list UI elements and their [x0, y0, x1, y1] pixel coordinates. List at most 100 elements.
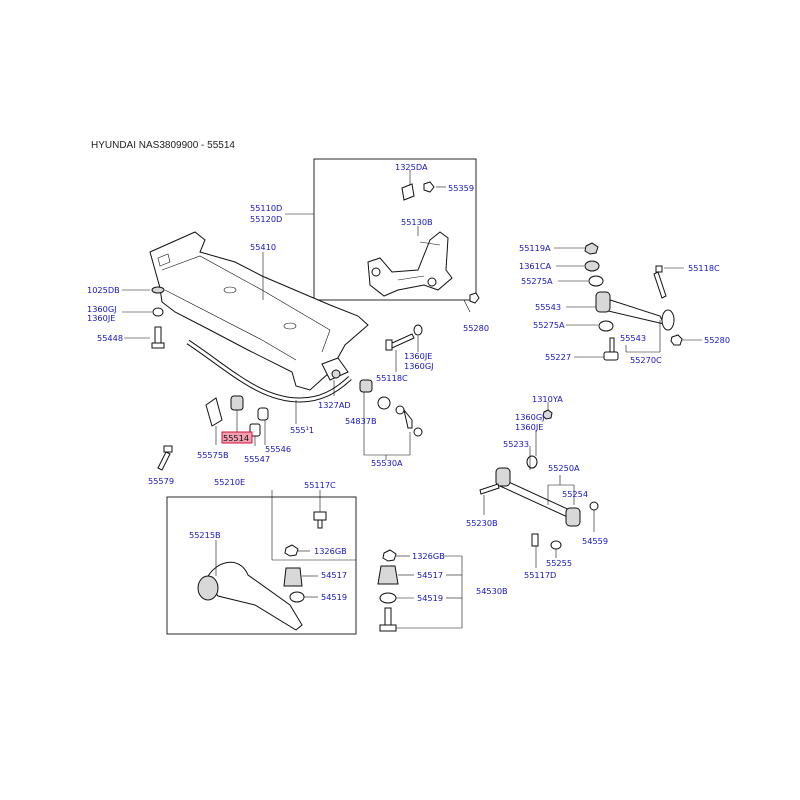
- label-55280-right[interactable]: 55280: [704, 335, 730, 345]
- crossmember-55410[interactable]: [149, 231, 369, 391]
- nut-55359[interactable]: [423, 181, 435, 193]
- label-55255[interactable]: 55255: [546, 558, 572, 568]
- nut-1326GB-right[interactable]: [382, 549, 397, 562]
- washer-1360JE-mid[interactable]: [413, 324, 423, 336]
- label-55547[interactable]: 55547: [244, 454, 270, 464]
- clip-1327AD[interactable]: [331, 369, 341, 379]
- label-1310YA[interactable]: 1310YA: [532, 394, 563, 404]
- label-54519-left[interactable]: 54519: [321, 592, 347, 602]
- label-54517-right[interactable]: 54517: [417, 570, 443, 580]
- label-55275A-mid[interactable]: 55275A: [533, 320, 565, 330]
- ball-joint-54517-right[interactable]: [377, 565, 399, 585]
- label-55410[interactable]: 55410: [250, 242, 276, 252]
- bolt-55118C-mid[interactable]: [385, 333, 415, 351]
- label-55215B[interactable]: 55215B: [189, 530, 221, 540]
- label-55210E[interactable]: 55210E: [214, 477, 245, 487]
- upper-arm-group-frame: [313, 158, 477, 301]
- label-1025DB[interactable]: 1025DB: [87, 285, 120, 295]
- bushing-55514[interactable]: [230, 395, 244, 411]
- label-1326GB-left[interactable]: 1326GB: [314, 546, 347, 556]
- label-54517-left[interactable]: 54517: [321, 570, 347, 580]
- label-54837B[interactable]: 54837B: [345, 416, 377, 426]
- label-1360JE-right[interactable]: 1360JE: [515, 422, 543, 432]
- label-55117D[interactable]: 55117D: [524, 570, 556, 580]
- stud-54530B[interactable]: [379, 607, 397, 632]
- label-1361CA[interactable]: 1361CA: [519, 261, 552, 271]
- washer-55275A-mid[interactable]: [598, 320, 614, 332]
- label-55118C-mid[interactable]: 55118C: [376, 373, 408, 383]
- nut-1326GB-left[interactable]: [284, 544, 299, 557]
- nut-55280-mid[interactable]: [469, 292, 480, 304]
- label-55254[interactable]: 55254: [562, 489, 588, 499]
- label-55275A-top[interactable]: 55275A: [521, 276, 553, 286]
- bolt-55448[interactable]: [151, 326, 165, 349]
- label-54530B[interactable]: 54530B: [476, 586, 508, 596]
- label-55227[interactable]: 55227: [545, 352, 571, 362]
- bushing-54837B[interactable]: [359, 379, 373, 393]
- label-1360GJ-left[interactable]: 1360GJ: [87, 304, 117, 314]
- label-1325DA[interactable]: 1325DA: [395, 162, 428, 172]
- label-55250A[interactable]: 55250A: [548, 463, 580, 473]
- washer-55275A-top[interactable]: [588, 275, 604, 287]
- washer-1360GJ-left[interactable]: [152, 307, 164, 317]
- label-55359[interactable]: 55359: [448, 183, 474, 193]
- selected-part-highlight: [221, 431, 253, 444]
- label-55230B[interactable]: 55230B: [466, 518, 498, 528]
- label-55110D[interactable]: 55110D: [250, 203, 282, 213]
- arm-55215B[interactable]: [197, 561, 303, 631]
- label-55117C[interactable]: 55117C: [304, 480, 336, 490]
- arm-55250A[interactable]: [495, 467, 581, 527]
- bolt-55117C[interactable]: [313, 511, 327, 529]
- leader-lines: [122, 170, 702, 629]
- label-55120D[interactable]: 55120D: [250, 214, 282, 224]
- label-55543-b[interactable]: 55543: [620, 333, 646, 343]
- bolt-55579[interactable]: [157, 445, 173, 471]
- label-55575B[interactable]: 55575B: [197, 450, 229, 460]
- label-55511[interactable]: 555¹1: [290, 425, 314, 435]
- label-55130B[interactable]: 55130B: [401, 217, 433, 227]
- washer-55255[interactable]: [550, 540, 562, 550]
- washer-54559[interactable]: [589, 501, 599, 511]
- label-54519-right[interactable]: 54519: [417, 593, 443, 603]
- bolt-55117D[interactable]: [531, 533, 539, 547]
- label-55233[interactable]: 55233: [503, 439, 529, 449]
- label-1360GJ-mid[interactable]: 1360GJ: [404, 361, 434, 371]
- ring-54519-left[interactable]: [289, 591, 305, 603]
- nut-55119A[interactable]: [584, 242, 599, 255]
- ball-joint-54517-left[interactable]: [283, 567, 303, 587]
- link-55530A[interactable]: [395, 405, 423, 437]
- washer-1360JE-right[interactable]: [526, 455, 538, 469]
- bushing-55546[interactable]: [257, 407, 269, 421]
- arm-55270C[interactable]: [595, 291, 675, 331]
- bolt-55227[interactable]: [603, 337, 619, 361]
- label-55546[interactable]: 55546: [265, 444, 291, 454]
- label-1327AD[interactable]: 1327AD: [318, 400, 351, 410]
- part-labels: 1325DA 55359 55110D 55120D 55130B 55410 …: [87, 162, 730, 603]
- bolt-55118C-right[interactable]: [653, 265, 667, 299]
- label-55119A[interactable]: 55119A: [519, 243, 551, 253]
- label-55270C[interactable]: 55270C: [630, 355, 662, 365]
- label-55543-a[interactable]: 55543: [535, 302, 561, 312]
- label-1326GB-right[interactable]: 1326GB: [412, 551, 445, 561]
- bracket-55575B[interactable]: [205, 397, 223, 427]
- nut-55280-right[interactable]: [670, 334, 683, 346]
- label-1360JE-mid[interactable]: 1360JE: [404, 351, 432, 361]
- label-55280-mid[interactable]: 55280: [463, 323, 489, 333]
- bolt-55230B[interactable]: [479, 483, 500, 495]
- ring-54519-right[interactable]: [379, 592, 397, 604]
- label-55514[interactable]: 55514: [223, 433, 249, 443]
- label-55118C-right[interactable]: 55118C: [688, 263, 720, 273]
- label-55530A[interactable]: 55530A: [371, 458, 403, 468]
- label-1360GJ-right[interactable]: 1360GJ: [515, 412, 545, 422]
- label-1360JE-left[interactable]: 1360JE: [87, 313, 115, 323]
- label-54559[interactable]: 54559: [582, 536, 608, 546]
- washer-1325DA[interactable]: [401, 183, 415, 201]
- label-55448[interactable]: 55448: [97, 333, 123, 343]
- washer-link[interactable]: [377, 396, 391, 410]
- washer-1361CA[interactable]: [584, 260, 600, 272]
- washer-1025DB[interactable]: [151, 286, 165, 294]
- label-55579[interactable]: 55579: [148, 476, 174, 486]
- upper-arm-55130B[interactable]: [367, 231, 453, 297]
